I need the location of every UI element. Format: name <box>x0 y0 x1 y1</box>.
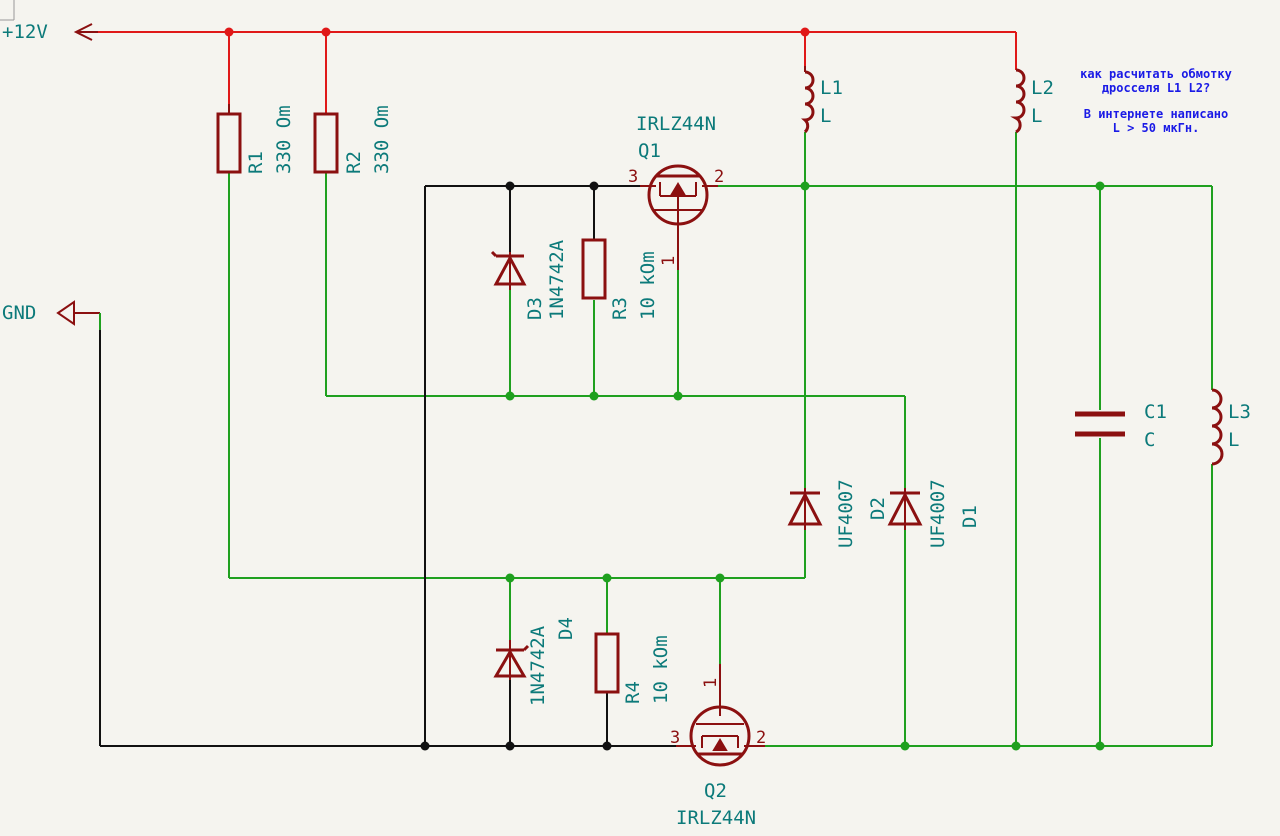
r3-ref: R3 <box>609 297 631 320</box>
resistor-r1[interactable]: R1 330 Om <box>216 104 295 174</box>
r1-value: 330 Om <box>273 105 295 174</box>
q2-pin3: 3 <box>670 728 680 748</box>
gnd-power-flag[interactable]: GND <box>2 300 100 326</box>
q1-ref: Q1 <box>638 140 661 162</box>
zener-diode-d4[interactable]: 1N4742A D4 <box>493 617 577 706</box>
d1-ref: D1 <box>959 505 981 528</box>
note-line-2: дросселя L1 L2? <box>1102 81 1210 95</box>
q1-pin3: 3 <box>628 167 638 187</box>
r2-value: 330 Om <box>371 105 393 174</box>
diode-d1[interactable]: UF4007 D1 <box>887 479 981 548</box>
signal-nets <box>99 132 1213 751</box>
mosfet-q1[interactable]: 3 2 1 IRLZ44N Q1 <box>628 113 724 270</box>
r1-ref: R1 <box>245 151 267 174</box>
q1-value: IRLZ44N <box>636 113 716 135</box>
q2-pin2: 2 <box>756 728 766 748</box>
r2-ref: R2 <box>343 151 365 174</box>
d1-value: UF4007 <box>927 479 949 548</box>
inductor-l2[interactable]: L2 L <box>1010 68 1054 134</box>
inductor-l1[interactable]: L1 L <box>801 66 843 134</box>
vcc-power-flag[interactable]: +12V <box>2 21 98 43</box>
l2-value: L <box>1031 105 1042 127</box>
zener-diode-d3[interactable]: D3 1N4742A <box>490 239 568 320</box>
resistor-r2[interactable]: R2 330 Om <box>313 105 393 174</box>
r4-value: 10 kOm <box>650 635 672 704</box>
q1-pin2: 2 <box>714 167 724 187</box>
vcc-net <box>76 27 1017 114</box>
d4-value: 1N4742A <box>527 625 549 706</box>
ground-nets <box>99 181 676 751</box>
d4-ref: D4 <box>555 617 577 640</box>
l2-ref: L2 <box>1031 77 1054 99</box>
mosfet-q2[interactable]: 3 2 1 Q2 IRLZ44N <box>670 664 766 829</box>
d2-value: UF4007 <box>835 479 857 548</box>
q2-ref: Q2 <box>704 780 727 802</box>
capacitor-c1[interactable]: C1 C <box>1075 401 1167 451</box>
d3-value: 1N4742A <box>546 239 568 320</box>
c1-value: C <box>1144 429 1155 451</box>
d2-ref: D2 <box>867 497 889 520</box>
resistor-r4[interactable]: R4 10 kOm <box>594 632 672 704</box>
r3-value: 10 kOm <box>637 251 659 320</box>
q2-pin1: 1 <box>701 678 721 688</box>
r4-ref: R4 <box>622 681 644 704</box>
d3-ref: D3 <box>524 297 546 320</box>
c1-ref: C1 <box>1144 401 1167 423</box>
q2-value: IRLZ44N <box>676 807 756 829</box>
vcc-label: +12V <box>2 21 48 43</box>
design-note: как расчитать обмотку дросселя L1 L2? В … <box>1080 67 1232 135</box>
diode-d2[interactable]: UF4007 D2 <box>787 479 889 548</box>
l1-value: L <box>820 105 831 127</box>
sheet-corner-mark <box>0 0 15 21</box>
l3-ref: L3 <box>1228 401 1251 423</box>
note-line-1: как расчитать обмотку <box>1080 67 1232 81</box>
l3-value: L <box>1228 429 1239 451</box>
gnd-label: GND <box>2 302 36 324</box>
resistor-r3[interactable]: R3 10 kOm <box>581 238 659 320</box>
note-line-3: В интернете написано <box>1084 107 1229 121</box>
l1-ref: L1 <box>820 77 843 99</box>
q1-pin1: 1 <box>659 256 679 266</box>
note-line-4: L > 50 мкГн. <box>1113 121 1200 135</box>
inductor-l3[interactable]: L3 L <box>1211 388 1251 466</box>
